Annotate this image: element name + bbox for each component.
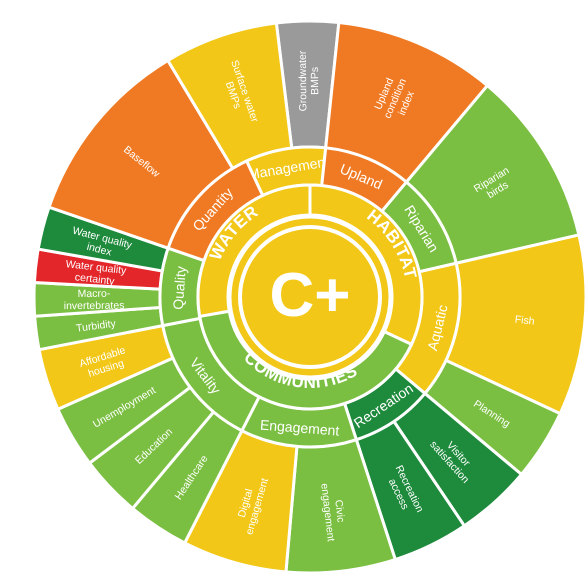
indicator-label-line: Turbidity	[75, 318, 117, 335]
indicator-label-line: Civic	[332, 499, 346, 523]
component-label: Quality	[170, 266, 189, 311]
indicator-upland-condition-index: Uplandconditionindex	[324, 20, 490, 185]
indicator-label-line: Macro-	[78, 288, 111, 300]
core-wedge	[197, 309, 414, 411]
component-upland: Upland	[320, 146, 409, 214]
indicator-water-quality-index: Water qualityindex	[36, 205, 171, 273]
center-disc	[228, 215, 392, 379]
indicator-label: Fish	[514, 314, 535, 328]
overall-grade: C+	[270, 261, 351, 330]
indicator-label: Turbidity	[75, 318, 117, 335]
indicator-label: GroundwaterBMPs	[297, 50, 322, 111]
indicator-label: Uplandconditionindex	[371, 72, 421, 125]
center-inner-ring	[238, 225, 382, 369]
indicator-label-line: BMPs	[309, 67, 321, 95]
indicator-label: Macro-invertebrates	[64, 288, 125, 313]
indicator-label-line: invertebrates	[64, 300, 125, 313]
indicator-label-line: certainty	[74, 271, 116, 287]
component-label: Engagement	[259, 417, 340, 439]
component-engagement: Engagement	[239, 394, 359, 449]
center-badge: C+	[228, 215, 392, 379]
indicator-label-line: Groundwater	[297, 50, 310, 111]
indicator-label-line: Fish	[514, 314, 535, 328]
